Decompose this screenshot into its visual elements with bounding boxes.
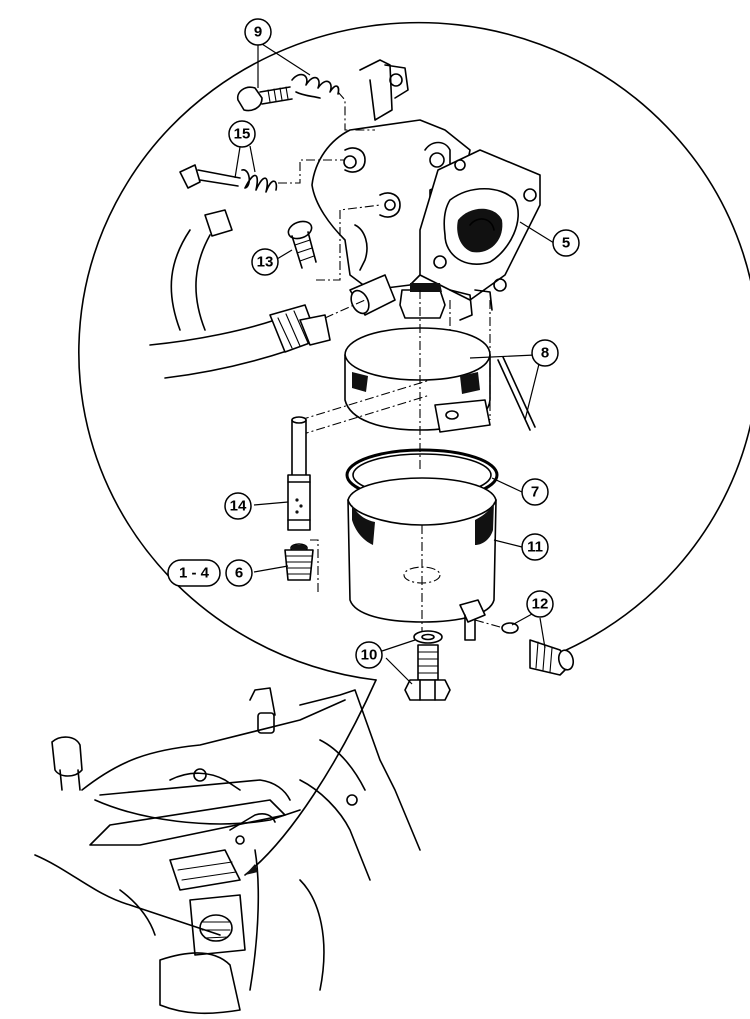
callout-15: 15	[228, 120, 256, 148]
svg-text:12: 12	[532, 596, 549, 613]
callout-13: 13	[251, 248, 279, 276]
svg-text:11: 11	[527, 539, 543, 556]
carburetor-body	[311, 59, 541, 321]
svg-text:14: 14	[230, 498, 247, 515]
part-15-screw-spring	[179, 159, 345, 193]
callout-7: 7	[521, 478, 549, 506]
svg-text:1 - 4: 1 - 4	[179, 565, 210, 582]
svg-text:13: 13	[257, 254, 274, 271]
part-14-main-jet	[287, 416, 311, 531]
part-12-drain-screw	[474, 619, 575, 676]
svg-text:7: 7	[531, 484, 539, 501]
callout-12: 12	[526, 590, 554, 618]
part-11-float-bowl	[347, 477, 497, 641]
callout-5: 5	[552, 229, 580, 257]
fuel-hose	[149, 209, 366, 379]
svg-text:8: 8	[541, 345, 549, 362]
callout-6: 6	[225, 559, 253, 587]
part-10-bowl-bolt	[404, 630, 451, 701]
svg-text:15: 15	[234, 126, 251, 143]
svg-text:10: 10	[361, 647, 378, 664]
engine-context-view	[34, 679, 421, 1015]
callout-9: 9	[244, 18, 272, 46]
callout-11: 11	[521, 533, 549, 561]
part-6-jet	[284, 539, 319, 595]
callout-14: 14	[224, 492, 252, 520]
callout-10: 10	[355, 641, 383, 669]
callout-8: 8	[531, 339, 559, 367]
callout-leaders	[234, 43, 555, 685]
svg-text:5: 5	[562, 235, 570, 252]
svg-text:6: 6	[235, 565, 243, 582]
svg-text:9: 9	[254, 24, 262, 41]
part-9-screw-spring	[236, 73, 375, 131]
callout-1-4: 1 - 4	[167, 559, 221, 587]
part-13-screw	[287, 204, 381, 281]
part-8-float	[299, 290, 536, 470]
